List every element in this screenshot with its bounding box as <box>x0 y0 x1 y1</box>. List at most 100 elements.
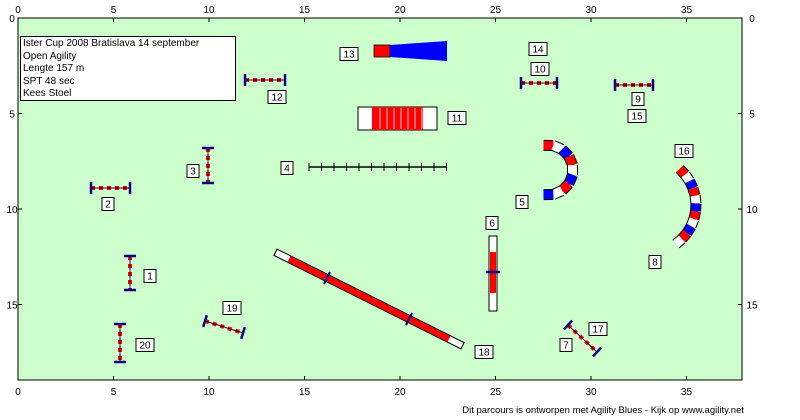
obstacle-number-20: 20 <box>135 338 155 352</box>
obstacle-number-box <box>101 197 115 211</box>
y-tick-label-left: 15 <box>6 301 18 312</box>
tunnel-segment <box>558 146 573 160</box>
obstacle-number-7: 7 <box>559 338 573 352</box>
x-tick-label-top: 30 <box>585 5 597 16</box>
obstacle-number-box <box>631 92 645 106</box>
obstacle-2-jump <box>89 182 132 194</box>
x-tick-label-top: 0 <box>15 5 21 16</box>
tunnel-segment <box>683 223 695 236</box>
obstacle-18-dogwalk <box>273 248 465 350</box>
obstacle-10-jump <box>519 77 559 89</box>
course-class: Open Agility <box>23 50 77 62</box>
obstacle-number-text: 1 <box>147 272 153 283</box>
obstacle-number-3: 3 <box>186 164 200 178</box>
obstacle-6-table <box>486 235 500 312</box>
x-tick-label-top: 5 <box>111 5 117 16</box>
jump-bar-line <box>567 324 598 353</box>
obstacle-number-box <box>530 62 550 76</box>
obstacle-1-jump <box>124 254 136 292</box>
tunnel-segment <box>558 180 573 194</box>
obstacle-number-box <box>588 322 608 336</box>
obstacle-number-2: 2 <box>101 197 115 211</box>
y-tick-label-left: 10 <box>6 205 18 216</box>
x-tick-label-top: 10 <box>203 5 215 16</box>
obstacle-number-9: 9 <box>631 92 645 106</box>
obstacle-number-box <box>186 164 200 178</box>
y-tick-label-right: 10 <box>746 205 758 216</box>
obstacle-8-16-tunnel <box>672 165 702 249</box>
obstacle-4-weave <box>308 163 447 171</box>
dogwalk-contact <box>287 256 451 342</box>
obstacle-number-text: 20 <box>139 341 151 352</box>
tunnel-segment <box>564 173 577 186</box>
x-tick-label-bottom: 10 <box>203 387 215 398</box>
course-info-box: Ister Cup 2008 Bratislava 14 september O… <box>20 36 236 101</box>
tunnel-segment <box>685 179 698 191</box>
obstacle-number-text: 12 <box>271 93 283 104</box>
obstacle-20-jump <box>114 322 126 364</box>
dogwalk-post <box>405 312 413 326</box>
obstacle-9-jump <box>613 79 655 91</box>
x-tick-label-bottom: 20 <box>394 387 406 398</box>
obstacle-number-box <box>222 301 242 315</box>
obstacle-number-text: 7 <box>563 341 569 352</box>
y-tick-label-left: 5 <box>9 110 15 121</box>
obstacle-number-16: 16 <box>674 144 694 158</box>
tunnel-segment <box>688 186 700 197</box>
x-tick-label-top: 20 <box>394 5 406 16</box>
course-judge: Kees Stoel <box>23 88 72 100</box>
obstacle-number-box <box>339 47 359 61</box>
obstacle-5-tunnel <box>543 139 579 201</box>
jump-wing <box>240 326 246 340</box>
obstacle-number-4: 4 <box>280 161 294 175</box>
obstacle-number-box <box>648 255 662 269</box>
obstacle-number-box <box>447 111 467 125</box>
jump-wing <box>562 319 574 331</box>
obstacle-number-text: 8 <box>652 258 658 269</box>
tunnel-segment <box>686 217 699 228</box>
y-tick-label-right: 5 <box>749 110 755 121</box>
x-tick-label-top: 15 <box>299 5 311 16</box>
obstacle-number-box <box>135 338 155 352</box>
jump-bar-line <box>204 320 244 334</box>
obstacle-number-1: 1 <box>143 269 157 283</box>
tunnel-segment <box>551 141 564 154</box>
obstacle-11-tunnel <box>357 106 438 131</box>
obstacle-number-text: 19 <box>226 304 238 315</box>
obstacle-number-17: 17 <box>588 322 608 336</box>
x-tick-label-bottom: 30 <box>585 387 597 398</box>
obstacle-number-10: 10 <box>530 62 550 76</box>
jump-wing <box>202 314 208 328</box>
obstacle-number-box <box>474 345 494 359</box>
x-tick-label-bottom: 5 <box>111 387 117 398</box>
chute-fabric <box>390 41 447 61</box>
obstacle-number-box <box>485 216 499 230</box>
obstacle-number-18: 18 <box>474 345 494 359</box>
obstacle-layer <box>89 41 702 364</box>
obstacle-number-6: 6 <box>485 216 499 230</box>
tunnel-segment <box>681 172 694 184</box>
obstacle-number-text: 9 <box>635 95 641 106</box>
obstacle-number-box <box>515 195 529 209</box>
obstacle-number-8: 8 <box>648 255 662 269</box>
obstacle-number-text: 5 <box>519 198 525 209</box>
obstacle-13-chute <box>373 41 447 61</box>
obstacle-number-15: 15 <box>627 109 647 123</box>
dogwalk-post <box>323 271 331 285</box>
obstacle-number-text: 13 <box>343 50 355 61</box>
y-tick-label-right: 0 <box>749 14 755 25</box>
tunnel-segment <box>564 154 577 167</box>
obstacle-number-box <box>267 90 287 104</box>
x-tick-label-top: 35 <box>681 5 693 16</box>
obstacle-number-text: 4 <box>284 164 290 175</box>
obstacle-number-box <box>559 338 573 352</box>
course-title: Ister Cup 2008 Bratislava 14 september <box>23 38 200 49</box>
obstacle-3-jump <box>202 146 214 185</box>
obstacle-number-text: 3 <box>190 167 196 178</box>
obstacle-19-jump <box>202 314 246 340</box>
obstacle-number-box <box>280 161 294 175</box>
tunnel-fabric <box>372 107 423 130</box>
